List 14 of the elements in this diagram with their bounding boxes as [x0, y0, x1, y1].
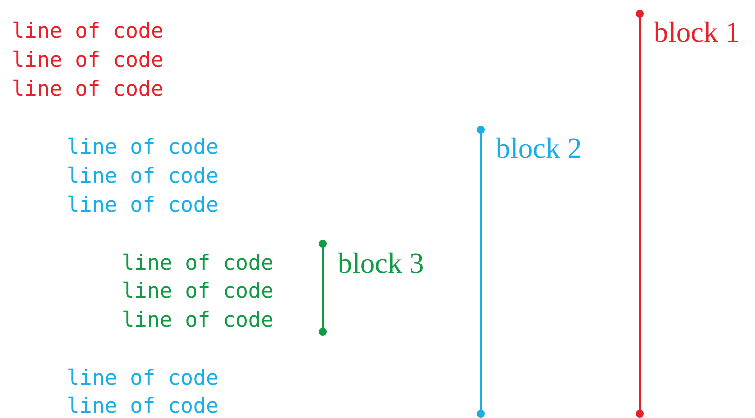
- code-line: line of code: [67, 166, 219, 186]
- code-line: line of code: [12, 50, 164, 70]
- code-line: line of code: [67, 136, 219, 158]
- code-line: line of code: [122, 280, 274, 302]
- code-line: line of code: [67, 396, 219, 416]
- code-line: line of code: [67, 194, 219, 216]
- code-line: line of code: [67, 368, 219, 388]
- code-line: line of code: [12, 78, 164, 100]
- block-label: block 2: [496, 134, 582, 164]
- block-label: block 3: [338, 250, 424, 278]
- block-label: block 1: [654, 18, 740, 48]
- code-line: line of code: [122, 310, 274, 330]
- code-line: line of code: [12, 20, 164, 42]
- code-line: line of code: [122, 252, 274, 274]
